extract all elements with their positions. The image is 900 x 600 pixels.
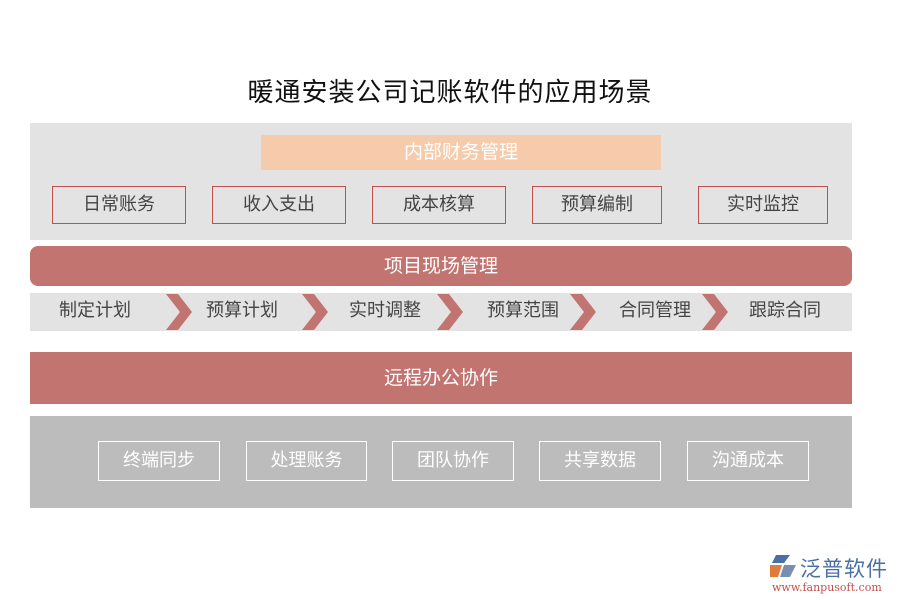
chevron-right-icon [166, 294, 192, 330]
internal-finance-header: 内部财务管理 [261, 135, 661, 170]
finance-item-realtime-monitor: 实时监控 [698, 186, 828, 224]
project-site-steps: 制定计划 预算计划 实时调整 预算范围 合同管理 跟踪合同 [30, 293, 852, 331]
remote-item-communication-cost: 沟通成本 [687, 441, 809, 481]
logo-url: www.fanpusoft.com [772, 581, 882, 594]
remote-item-terminal-sync: 终端同步 [98, 441, 220, 481]
finance-item-daily-accounts: 日常账务 [52, 186, 186, 224]
remote-office-header: 远程办公协作 [30, 352, 852, 404]
finance-item-income-expense: 收入支出 [212, 186, 346, 224]
internal-finance-panel: 内部财务管理 日常账务 收入支出 成本核算 预算编制 实时监控 [30, 123, 852, 240]
logo-name: 泛普软件 [800, 557, 888, 581]
page-title: 暖通安装公司记账软件的应用场景 [247, 78, 653, 108]
step-make-plan: 制定计划 [59, 300, 131, 321]
remote-item-team-collaboration: 团队协作 [392, 441, 514, 481]
finance-item-budgeting: 预算编制 [532, 186, 662, 224]
step-realtime-adjust: 实时调整 [349, 300, 421, 321]
chevron-right-icon [302, 294, 328, 330]
chevron-right-icon [570, 294, 596, 330]
step-contract-management: 合同管理 [619, 300, 691, 321]
brand-logo: 泛普软件 www.fanpusoft.com [770, 553, 895, 598]
chevron-right-icon [437, 294, 463, 330]
remote-item-share-data: 共享数据 [539, 441, 661, 481]
finance-item-cost-accounting: 成本核算 [372, 186, 506, 224]
remote-item-process-accounts: 处理账务 [246, 441, 367, 481]
chevron-right-icon [702, 294, 728, 330]
remote-office-panel: 终端同步 处理账务 团队协作 共享数据 沟通成本 [30, 416, 852, 508]
step-budget-plan: 预算计划 [206, 300, 278, 321]
step-budget-scope: 预算范围 [487, 300, 559, 321]
project-site-header: 项目现场管理 [30, 246, 852, 286]
step-track-contract: 跟踪合同 [749, 300, 821, 321]
fanpu-logo-icon [770, 555, 796, 577]
